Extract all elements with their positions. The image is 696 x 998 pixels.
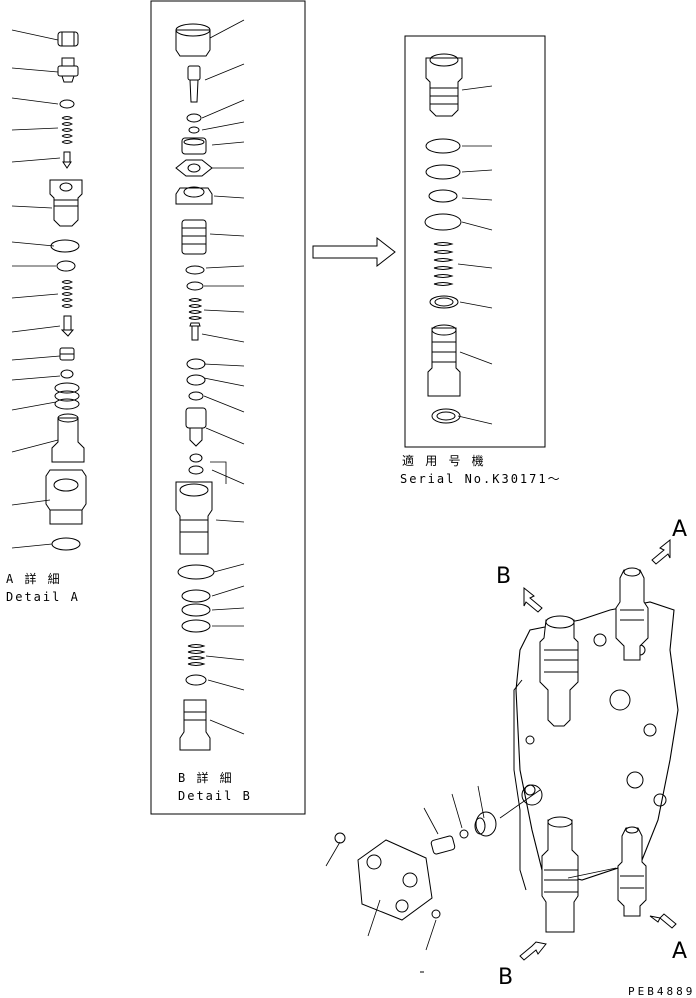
arrow-right-icon (312, 236, 396, 268)
detail-a-title-jp: A 詳 細 (6, 572, 62, 586)
serial-variant-frame (404, 35, 546, 448)
callout-b-bottom: B (498, 965, 514, 990)
callout-a-top: A (672, 517, 688, 542)
detail-a-title-en: Detail A (6, 590, 80, 604)
detail-b-title-jp: B 詳 細 (178, 771, 234, 785)
detail-a-leaders (11, 29, 61, 549)
detail-b-title-en: Detail B (178, 789, 252, 803)
serial-variant-parts (424, 53, 493, 425)
o-ring-icon (50, 239, 80, 253)
spring-icon (61, 116, 73, 144)
drawing-code: PEB4889 (628, 985, 696, 998)
serial-number: Serial No.K30171～ (400, 472, 562, 486)
valve-assembly (325, 567, 679, 973)
callout-b-top: B (496, 564, 512, 589)
detail-b-frame (150, 0, 306, 815)
detail-b-leaders (201, 19, 245, 735)
view-arrow-icon (519, 538, 677, 961)
detail-b-parts (175, 19, 245, 751)
serial-title-jp: 適 用 号 機 (402, 454, 486, 468)
detail-a-parts (11, 29, 87, 551)
callout-a-bottom: A (672, 939, 688, 964)
